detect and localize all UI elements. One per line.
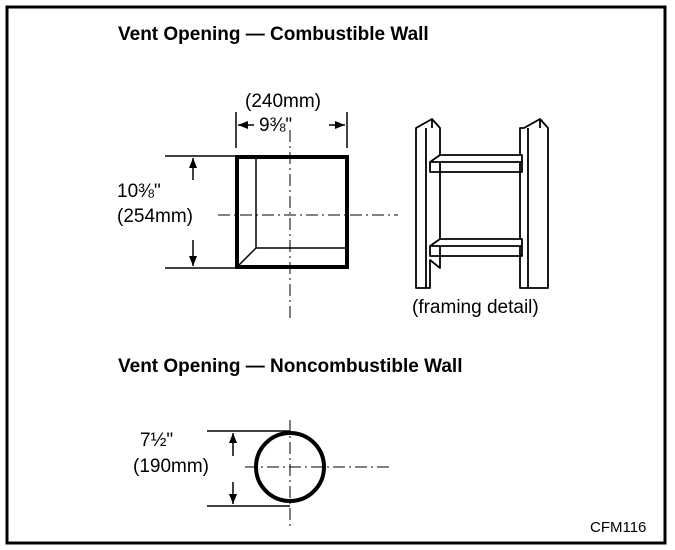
diameter-dimension xyxy=(207,430,290,507)
diameter-in-label: 7½" xyxy=(140,430,173,451)
width-in-label: 9⅜" xyxy=(259,115,292,136)
circle-centerlines xyxy=(245,420,392,530)
width-dimension xyxy=(235,112,348,148)
figure-code: CFM116 xyxy=(590,519,646,536)
framing-detail-label: (framing detail) xyxy=(412,297,539,318)
width-mm-label: (240mm) xyxy=(245,91,321,112)
height-mm-label: (254mm) xyxy=(117,206,193,227)
noncombustible-title: Vent Opening — Noncombustible Wall xyxy=(118,356,462,377)
square-centerlines xyxy=(218,130,398,322)
square-opening xyxy=(235,155,349,269)
framing-detail-drawing xyxy=(415,118,549,289)
diameter-mm-label: (190mm) xyxy=(133,456,209,477)
height-dimension xyxy=(165,155,236,269)
figure-border xyxy=(5,5,667,545)
combustible-title: Vent Opening — Combustible Wall xyxy=(118,24,429,45)
height-in-label: 10⅜" xyxy=(117,181,161,202)
